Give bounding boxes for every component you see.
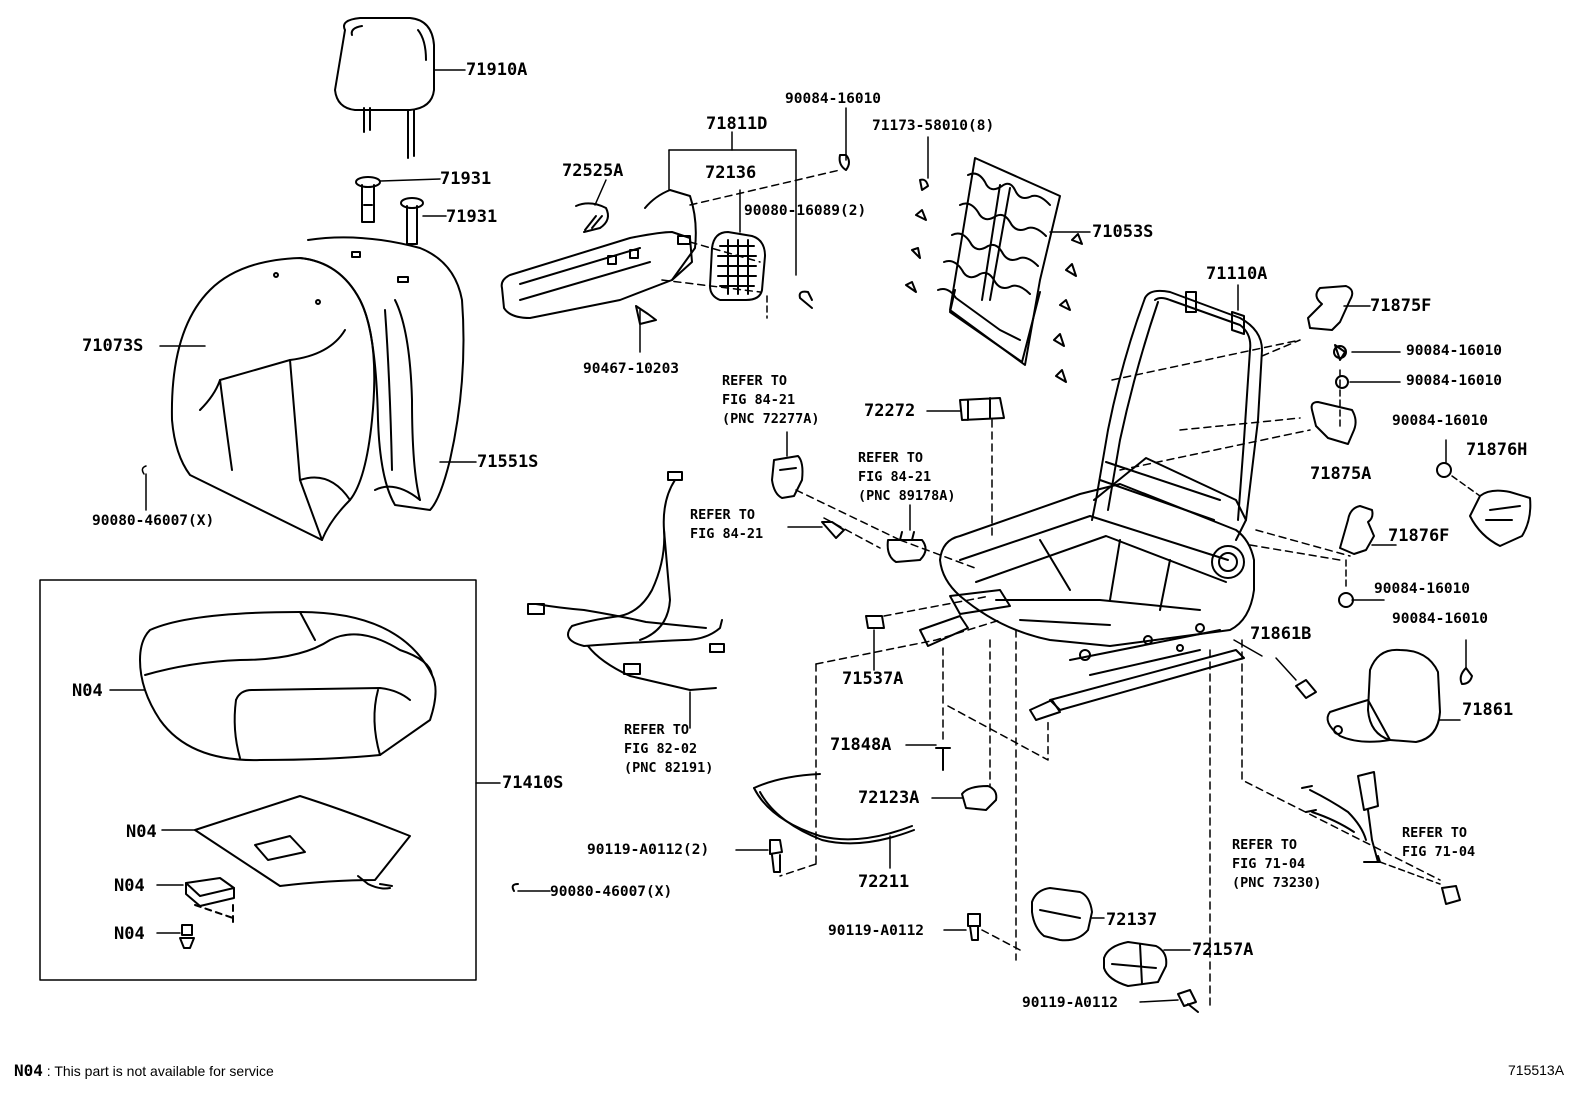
reference-line: (PNC 89178A) [858, 488, 956, 504]
part-label-72272: 72272 [864, 401, 916, 421]
part-label-90467-10203: 90467-10203 [583, 361, 680, 377]
wire-rod-72211-drawing [753, 773, 915, 845]
part-label-72123A: 72123A [858, 788, 920, 808]
part-label-72136: 72136 [705, 163, 757, 183]
connector-bracket-drawing [771, 455, 804, 499]
headrest-drawing [334, 17, 435, 159]
part-label-90119-A0112-x2: 90119-A0112(2) [587, 842, 710, 858]
side-shield-drawing [500, 189, 697, 325]
part-label-N04-bolt: N04 [114, 924, 145, 944]
part-label-71861: 71861 [1462, 700, 1514, 720]
reference-line: (PNC 72277A) [722, 411, 820, 427]
part-label-71876H: 71876H [1466, 440, 1528, 460]
part-label-71811D: 71811D [706, 114, 768, 134]
part-label-90080-46007-a: 90080-46007(X) [92, 513, 215, 529]
reference-note-73230: REFER TO FIG 71-04 (PNC 73230) [1232, 836, 1321, 893]
seat-frame-drawing [939, 289, 1263, 721]
bracket-71875A-drawing [1310, 401, 1357, 445]
part-label-90119-A0112-a: 90119-A0112 [828, 923, 925, 939]
reference-note-82191: REFER TO FIG 82-02 (PNC 82191) [624, 721, 713, 778]
part-label-71876F: 71876F [1388, 526, 1450, 546]
cushion-bracket-drawing [179, 877, 235, 949]
reference-note-fig-84-21: REFER TO FIG 84-21 [690, 506, 763, 544]
part-label-71073S: 71073S [82, 336, 144, 356]
part-label-71848A: 71848A [830, 735, 892, 755]
recliner-cover-drawing [1326, 648, 1441, 743]
reference-line: REFER TO [722, 373, 788, 389]
part-label-90084-16010-d: 90084-16010 [1374, 581, 1471, 597]
cover-72137-drawing [1031, 887, 1093, 942]
footnote-text: : This part is not available for service [46, 1063, 274, 1079]
reference-line: FIG 82-02 [624, 741, 698, 757]
part-label-90119-A0112-b: 90119-A0112 [1022, 995, 1119, 1011]
part-label-72157A: 72157A [1192, 940, 1254, 960]
sensor-connector-drawing [886, 531, 927, 563]
part-label-71537A: 71537A [842, 669, 904, 689]
seatback-cover-drawing [170, 236, 465, 541]
seat-cushion-drawing [139, 611, 437, 762]
part-label-71410S: 71410S [502, 773, 564, 793]
part-label-90080-46007-b: 90080-46007(X) [550, 884, 673, 900]
slide-rail-front-drawing [919, 589, 1011, 647]
reference-line: FIG 84-21 [690, 526, 764, 542]
reference-note-89178A: REFER TO FIG 84-21 (PNC 89178A) [858, 449, 956, 506]
part-label-71551S: 71551S [477, 452, 539, 472]
part-label-90084-16010-top: 90084-16010 [785, 91, 882, 107]
part-label-71110A: 71110A [1206, 264, 1268, 284]
cushion-assembly-box [39, 579, 477, 981]
part-label-90080-16089: 90080-16089(2) [744, 203, 867, 219]
reference-line: REFER TO [858, 450, 924, 466]
reference-note-72277A: REFER TO FIG 84-21 (PNC 72277A) [722, 372, 820, 429]
reference-line: REFER TO [690, 507, 756, 523]
part-label-90084-16010-e: 90084-16010 [1392, 611, 1489, 627]
part-label-N04-mat: N04 [126, 822, 157, 842]
part-label-71875F: 71875F [1370, 296, 1432, 316]
part-label-N04-cushion: N04 [72, 681, 103, 701]
reference-line: FIG 71-04 [1232, 856, 1306, 872]
part-label-90084-16010-c: 90084-16010 [1392, 413, 1489, 429]
part-label-71931: 71931 [440, 169, 492, 189]
reference-line: REFER TO [624, 722, 690, 738]
part-label-71875A: 71875A [1310, 464, 1372, 484]
part-label-90084-16010-a: 90084-16010 [1406, 343, 1503, 359]
seatback-spring-drawing [905, 157, 1083, 383]
reference-line: FIG 71-04 [1402, 844, 1476, 860]
part-label-71861B: 71861B [1250, 624, 1312, 644]
reference-line: REFER TO [1402, 825, 1468, 841]
part-label-N04-bracket: N04 [114, 876, 145, 896]
cover-72157A-drawing [1103, 941, 1168, 987]
part-label-71910A: 71910A [466, 60, 528, 80]
wire-harness-drawing [527, 471, 725, 691]
part-label-72211: 72211 [858, 872, 910, 892]
part-label-71053S: 71053S [1092, 222, 1154, 242]
seatbelt-buckle-drawing [1301, 771, 1381, 863]
bracket-71876F-drawing [1339, 505, 1375, 555]
reference-line: REFER TO [1232, 837, 1298, 853]
cushion-sensor-mat-drawing [194, 795, 411, 890]
reference-line: (PNC 73230) [1232, 875, 1322, 891]
reference-line: FIG 84-21 [858, 469, 932, 485]
part-label-71173-58010: 71173-58010(8) [872, 118, 995, 134]
part-label-72525A: 72525A [562, 161, 624, 181]
clip-72272-drawing [959, 397, 1005, 421]
reference-note-fig-71-04: REFER TO FIG 71-04 [1402, 824, 1475, 862]
part-label-72137: 72137 [1106, 910, 1158, 930]
bracket-71875F-drawing [1307, 285, 1354, 331]
reference-line: FIG 84-21 [722, 392, 796, 408]
part-label-71931-b: 71931 [446, 207, 498, 227]
figure-id: 715513A [1508, 1062, 1565, 1078]
guide-drawings [355, 176, 424, 245]
part-label-90084-16010-b: 90084-16010 [1406, 373, 1503, 389]
footnote: N04 : This part is not available for ser… [14, 1061, 274, 1080]
cover-71876H-drawing [1469, 489, 1532, 547]
reference-line: (PNC 82191) [624, 760, 714, 776]
footnote-code: N04 [14, 1061, 43, 1080]
